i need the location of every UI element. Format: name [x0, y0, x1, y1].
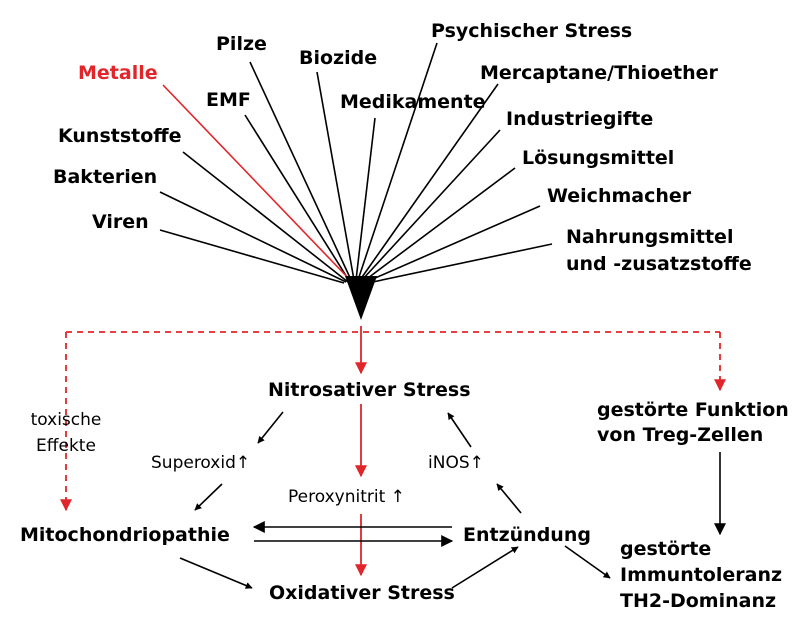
- metalle-line: [162, 84, 353, 283]
- node-immun-line1: gestörte: [620, 538, 711, 560]
- node-treg-line1: gestörte Funktion: [597, 399, 789, 421]
- label-emf: EMF: [206, 89, 251, 111]
- red-dashed-distribution: [60, 331, 726, 512]
- node-nitrosativer-stress: Nitrosativer Stress: [268, 379, 471, 401]
- node-toxische-line1: toxische: [31, 410, 102, 430]
- label-medikamente: Medikamente: [340, 91, 486, 113]
- node-toxische-line2: Effekte: [36, 436, 96, 456]
- arrow-entzuendung-inos: [496, 483, 522, 514]
- node-peroxynitrit: Peroxynitrit ↑: [288, 487, 405, 507]
- node-inos: iNOS↑: [428, 453, 484, 473]
- arrow-superoxid-mitochondriopathie: [194, 483, 223, 511]
- node-superoxid: Superoxid↑: [151, 453, 250, 473]
- node-oxidativer-stress: Oxidativer Stress: [269, 582, 455, 604]
- node-entzuendung: Entzündung: [463, 524, 591, 546]
- label-metalle: Metalle: [78, 62, 158, 84]
- funnel-triangle: [345, 276, 377, 320]
- arrow-nitrosativ-superoxid: [257, 411, 284, 444]
- exposure-fan-lines: [159, 42, 553, 284]
- node-treg-line2: von Treg-Zellen: [597, 424, 763, 446]
- label-biozide: Biozide: [299, 47, 377, 69]
- label-psychischer-stress: Psychischer Stress: [431, 20, 632, 42]
- label-kunststoffe: Kunststoffe: [58, 125, 182, 147]
- black-arrows: [179, 411, 726, 589]
- node-mitochondriopathie: Mitochondriopathie: [20, 524, 230, 546]
- label-mercaptane: Mercaptane/Thioether: [480, 62, 719, 84]
- label-viren: Viren: [92, 211, 149, 233]
- arrow-inos-nitrosativ: [447, 412, 472, 448]
- arrow-oxidativ-entzuendung: [451, 546, 519, 589]
- label-pilze: Pilze: [216, 33, 267, 55]
- label-nahrungsmittel-line2: und -zusatzstoffe: [566, 253, 752, 275]
- arrow-mitochondriopathie-oxidativ: [179, 557, 253, 589]
- node-immun-line2: Immuntoleranz: [620, 564, 782, 586]
- arrow-entzuendung-immuntoleranz: [564, 545, 611, 579]
- label-loesungsmittel: Lösungsmittel: [522, 147, 674, 169]
- node-immun-line3: TH2-Dominanz: [620, 590, 776, 612]
- label-nahrungsmittel-line1: Nahrungsmittel: [566, 226, 733, 248]
- label-industriegifte: Industriegifte: [506, 108, 653, 130]
- label-weichmacher: Weichmacher: [547, 185, 692, 207]
- label-bakterien: Bakterien: [53, 166, 157, 188]
